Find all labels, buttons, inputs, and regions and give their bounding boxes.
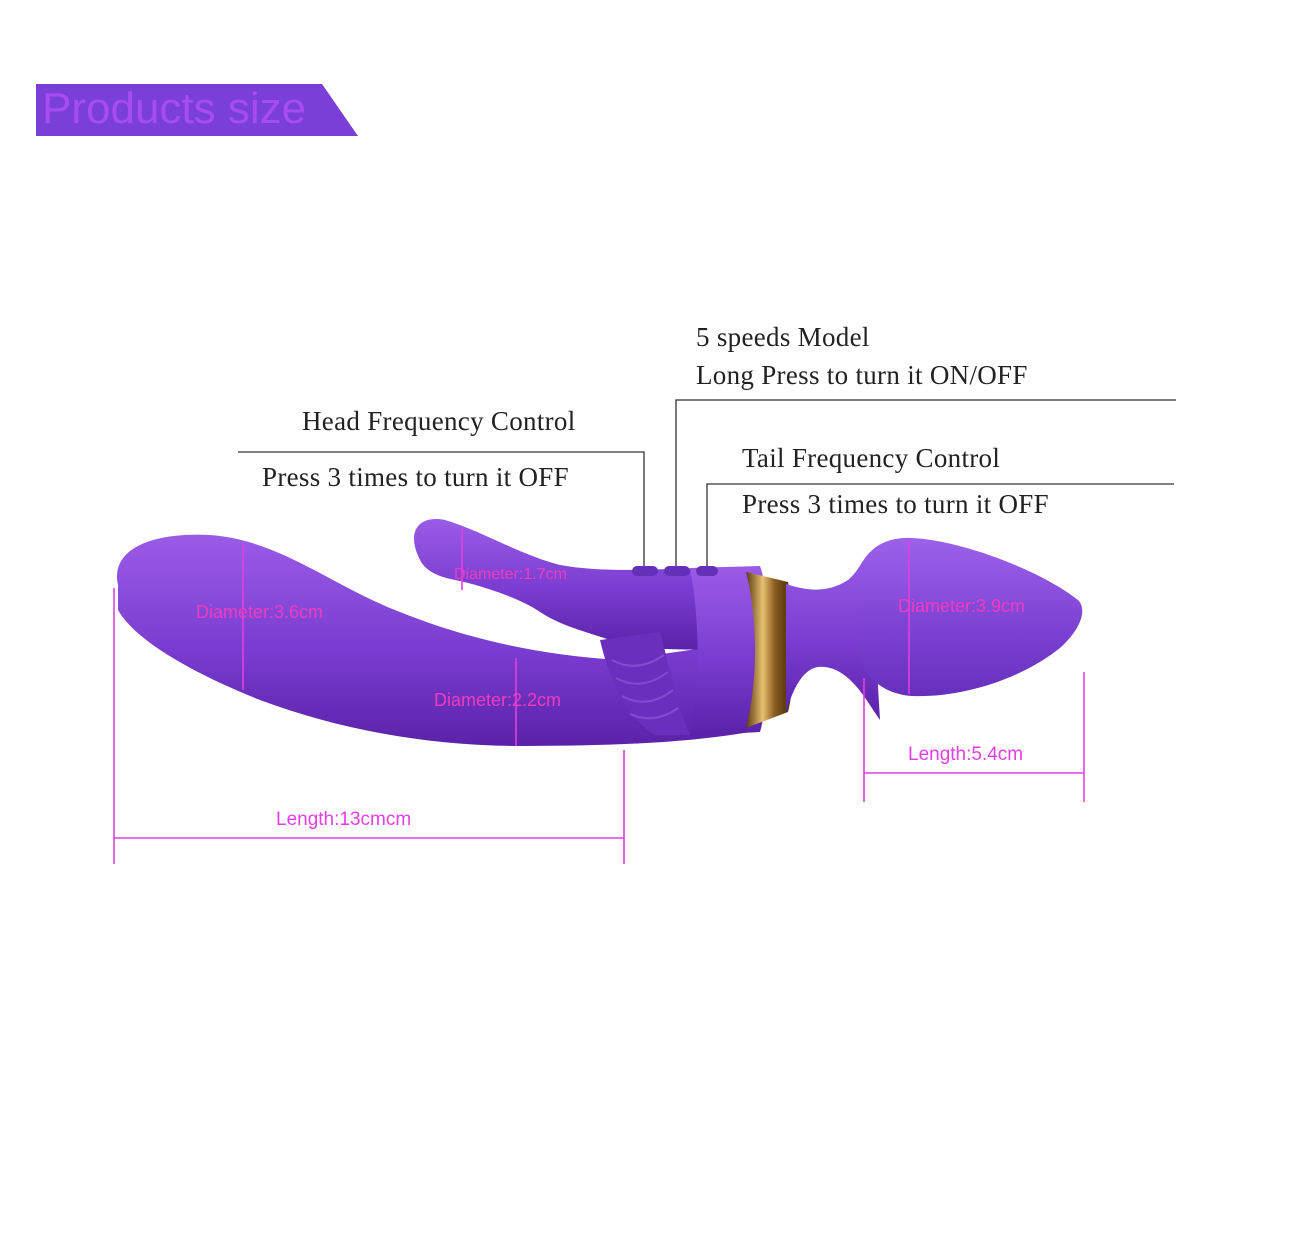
head-length-label: Length:5.4cm [908, 744, 1024, 765]
tail-control-subtitle: Press 3 times to turn it OFF [742, 489, 1049, 519]
tail-control-title: Tail Frequency Control [742, 443, 1001, 473]
gold-ring [746, 572, 794, 728]
shaft-diameter-label: Diameter:3.6cm [196, 602, 324, 622]
neck [786, 552, 880, 720]
speeds-callout-line1: 5 speeds Model [696, 322, 870, 352]
head-diameter-label: Diameter:3.9cm [898, 596, 1026, 616]
main-shaft [116, 534, 761, 746]
head-leader-line [238, 451, 645, 572]
head-control-button[interactable] [632, 566, 658, 576]
neck-diameter-label: Diameter:2.2cm [434, 690, 562, 710]
dimension-lines [113, 528, 1085, 864]
arm-diameter-label: Diameter:1.7cm [454, 566, 567, 583]
head-control-title: Head Frequency Control [302, 406, 576, 436]
tail-control-button[interactable] [696, 566, 718, 576]
shaft-length-label: Length:13cmcm [276, 809, 412, 830]
handle [690, 566, 769, 736]
product-body [116, 519, 1083, 746]
speeds-leader-line [675, 399, 1176, 572]
wand-head [856, 537, 1083, 697]
power-button[interactable] [664, 566, 690, 576]
speeds-callout-line2: Long Press to turn it ON/OFF [696, 360, 1028, 390]
tail-leader-line [706, 483, 1174, 574]
head-control-subtitle: Press 3 times to turn it OFF [262, 462, 569, 492]
callout-lines [238, 399, 1176, 574]
banner-shape [36, 84, 358, 136]
banner-title: Products size [42, 84, 307, 133]
products-size-banner: Products size [36, 84, 358, 136]
clitoral-arm [414, 519, 760, 650]
